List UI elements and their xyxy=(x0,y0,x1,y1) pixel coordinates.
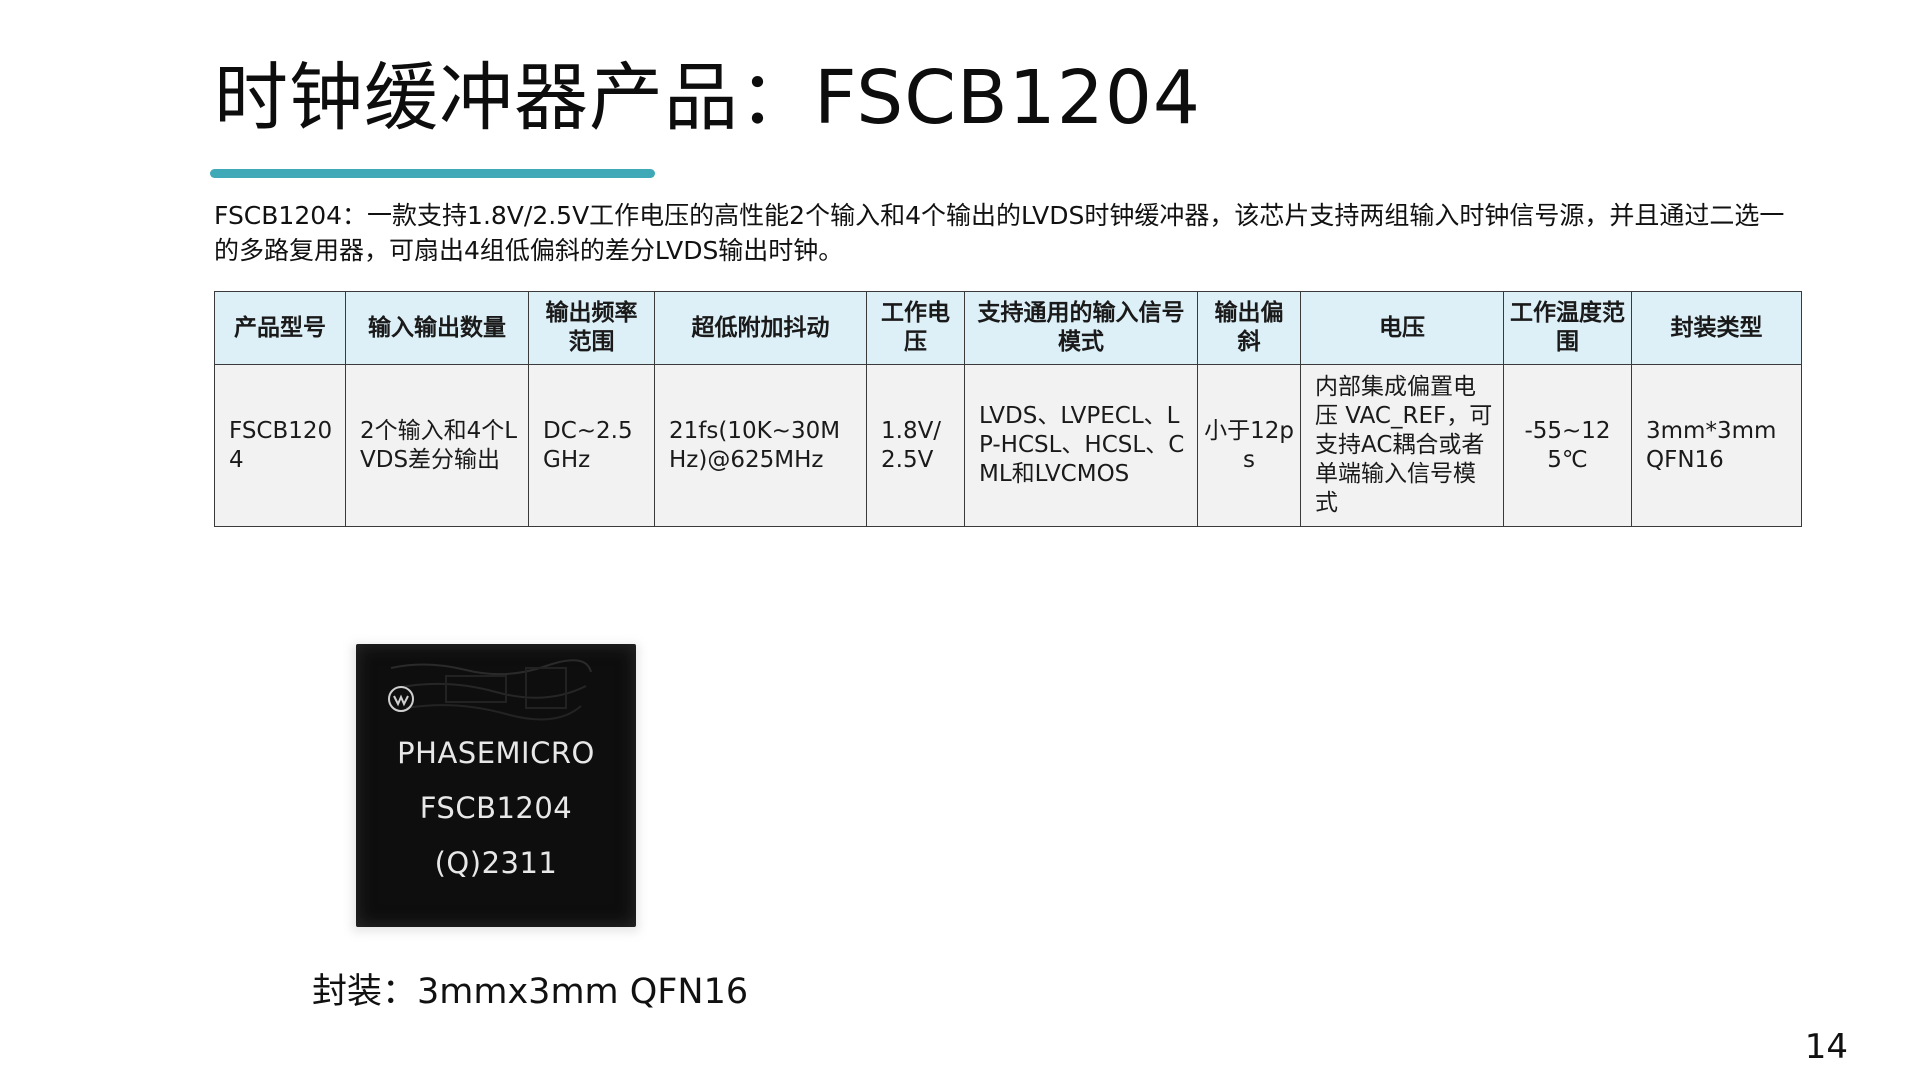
chip-brand-marking: PHASEMICRO xyxy=(397,736,595,770)
spec-table: 产品型号 输入输出数量 输出频率范围 超低附加抖动 工作电压 支持通用的输入信号… xyxy=(214,291,1802,527)
package-caption: 封装：3mmx3mm QFN16 xyxy=(312,972,749,1012)
chip-part-marking: FSCB1204 xyxy=(419,791,573,825)
title-underline xyxy=(210,169,655,178)
chip-photo: PHASEMICRO FSCB1204 (Q)2311 xyxy=(356,644,636,927)
header-input-modes: 支持通用的输入信号模式 xyxy=(964,291,1198,365)
cell-input-modes: LVDS、LVPECL、LP-HCSL、HCSL、CML和LVCMOS xyxy=(964,364,1198,527)
header-jitter: 超低附加抖动 xyxy=(654,291,867,365)
cell-output-skew: 小于12ps xyxy=(1197,364,1301,527)
chip-date-marking: (Q)2311 xyxy=(434,846,558,880)
cell-jitter: 21fs(10K~30MHz)@625MHz xyxy=(654,364,867,527)
header-model: 产品型号 xyxy=(214,291,346,365)
header-voltage: 电压 xyxy=(1300,291,1504,365)
header-package: 封装类型 xyxy=(1631,291,1802,365)
phasemicro-logo-icon xyxy=(388,686,414,712)
header-supply-voltage: 工作电压 xyxy=(866,291,965,365)
cell-package: 3mm*3mm QFN16 xyxy=(1631,364,1802,527)
header-io-count: 输入输出数量 xyxy=(345,291,529,365)
table-header-row: 产品型号 输入输出数量 输出频率范围 超低附加抖动 工作电压 支持通用的输入信号… xyxy=(214,291,1802,365)
cell-model: FSCB1204 xyxy=(214,364,346,527)
table-row: FSCB1204 2个输入和4个LVDS差分输出 DC~2.5GHz 21fs(… xyxy=(214,364,1802,527)
slide-title: 时钟缓冲器产品：FSCB1204 xyxy=(214,55,1201,141)
page-number: 14 xyxy=(1804,1027,1848,1067)
cell-freq-range: DC~2.5GHz xyxy=(528,364,655,527)
chip-surface-texture xyxy=(390,659,592,721)
header-output-skew: 输出偏斜 xyxy=(1197,291,1301,365)
header-freq-range: 输出频率范围 xyxy=(528,291,655,365)
cell-temp-range: -55~125℃ xyxy=(1503,364,1632,527)
header-temp-range: 工作温度范围 xyxy=(1503,291,1632,365)
cell-voltage: 内部集成偏置电压 VAC_REF，可支持AC耦合或者单端输入信号模式 xyxy=(1300,364,1504,527)
cell-io-count: 2个输入和4个LVDS差分输出 xyxy=(345,364,529,527)
cell-supply-voltage: 1.8V/2.5V xyxy=(866,364,965,527)
product-intro: FSCB1204：一款支持1.8V/2.5V工作电压的高性能2个输入和4个输出的… xyxy=(214,201,1785,265)
